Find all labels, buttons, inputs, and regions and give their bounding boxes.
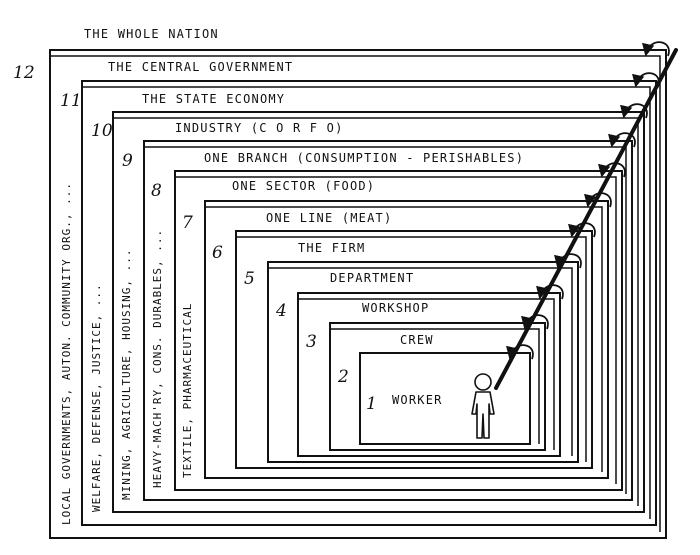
recursion-arrow-icon xyxy=(620,103,648,119)
level-number: 1 xyxy=(366,394,377,414)
level-title: THE STATE ECONOMY xyxy=(142,92,285,106)
frame-outer xyxy=(174,170,623,491)
level-side-label: WELFARE, DEFENSE, JUSTICE, ... xyxy=(90,283,103,512)
worker-figure-icon xyxy=(471,373,495,439)
level-title: DEPARTMENT xyxy=(330,271,414,285)
level-title: INDUSTRY (C O R F O) xyxy=(175,121,344,135)
recursion-line xyxy=(494,48,678,390)
level-number: 3 xyxy=(306,332,317,352)
level-number: 8 xyxy=(151,181,162,201)
level-title: CREW xyxy=(400,333,434,347)
level-number: 6 xyxy=(212,243,223,263)
level-number: 12 xyxy=(13,63,35,83)
level-number: 9 xyxy=(122,151,133,171)
frame-inner xyxy=(330,328,540,444)
recursion-arrow-icon xyxy=(584,192,612,208)
frame-outer xyxy=(112,111,645,513)
frame-outer xyxy=(329,322,546,451)
frame-outer xyxy=(81,80,657,526)
frame-outer xyxy=(359,352,531,445)
frame-outer xyxy=(267,261,579,463)
recursion-arrow-icon xyxy=(554,253,582,269)
level-number: 11 xyxy=(60,91,82,111)
frame-outer xyxy=(204,200,609,479)
frame-inner xyxy=(82,86,651,519)
worker-frame xyxy=(359,352,531,445)
recursion-arrow-icon xyxy=(536,284,564,300)
level-title: THE FIRM xyxy=(298,241,365,255)
frame-inner xyxy=(236,236,587,462)
level-title: THE CENTRAL GOVERNMENT xyxy=(108,60,293,74)
level-title: ONE LINE (MEAT) xyxy=(266,211,392,225)
level-number: 4 xyxy=(275,301,287,321)
frame-outer xyxy=(143,140,633,501)
level-number: 2 xyxy=(337,367,349,387)
level-number: 10 xyxy=(91,121,113,141)
frame-inner xyxy=(268,267,573,456)
frame-outer xyxy=(235,230,593,469)
level-title: ONE BRANCH (CONSUMPTION - PERISHABLES) xyxy=(204,151,524,165)
level-number: 5 xyxy=(244,269,255,289)
recursion-arrow-icon xyxy=(608,132,636,148)
frame-inner xyxy=(50,55,661,532)
level-side-label: MINING, AGRICULTURE, HOUSING, ... xyxy=(120,248,133,500)
level-title: WORKSHOP xyxy=(362,301,429,315)
frame-inner xyxy=(298,298,555,450)
recursion-arrow-icon xyxy=(521,314,549,330)
frame-outer xyxy=(49,49,667,539)
level-title: THE WHOLE NATION xyxy=(84,27,219,41)
frame-inner xyxy=(175,176,617,484)
level-title: WORKER xyxy=(392,393,443,407)
level-side-label: TEXTILE, PHARMACEUTICAL xyxy=(181,303,194,478)
frame-inner xyxy=(205,206,603,472)
frame-outer xyxy=(297,292,561,457)
recursion-arrow-icon xyxy=(568,222,596,238)
level-number: 7 xyxy=(182,213,193,233)
recursion-arrow-icon xyxy=(642,41,670,57)
level-side-label: LOCAL GOVERNMENTS, AUTON. COMMUNITY ORG.… xyxy=(60,182,73,525)
level-side-label: HEAVY-MACH'RY, CONS. DURABLES, ... xyxy=(151,229,164,488)
nested-frames xyxy=(49,41,670,539)
level-title: ONE SECTOR (FOOD) xyxy=(232,179,375,193)
